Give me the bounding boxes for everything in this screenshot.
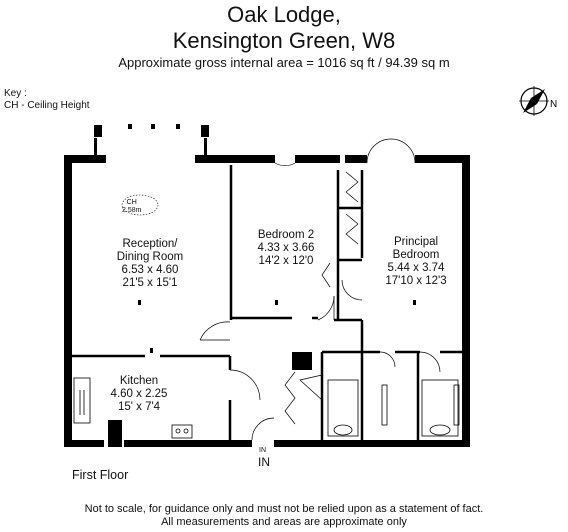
entry-marker: IN: [258, 455, 270, 469]
ceiling-height-label: CH 2.58m: [122, 199, 142, 214]
room-markers: [138, 300, 416, 353]
room-principal-bedroom: Principal Bedroom 5.44 x 3.74 17'10 x 12…: [385, 236, 447, 287]
property-address: Kensington Green, W8: [172, 28, 396, 53]
disclaimer-line-1: Not to scale, for guidance only and must…: [84, 503, 484, 515]
room-reception: Reception/ Dining Room 6.53 x 4.60 21'5 …: [116, 238, 184, 289]
wardrobe-doors: [284, 171, 359, 425]
room-kitchen: Kitchen 4.60 x 2.25 15' x 7'4: [110, 375, 168, 413]
ceiling-height-marker: [121, 194, 159, 216]
kitchen-fixtures: [73, 377, 193, 439]
key-heading: Key :: [4, 88, 27, 99]
door-swings: [199, 138, 441, 441]
compass-icon: N: [519, 86, 557, 116]
bathroom-fixtures: [327, 379, 460, 437]
compass-north-label: N: [550, 99, 557, 110]
interior-walls: [72, 165, 462, 440]
outer-walls: [64, 155, 470, 447]
floor-label: First Floor: [72, 468, 129, 482]
room-bedroom-2: Bedroom 2 4.33 x 3.66 14'2 x 12'0: [257, 229, 315, 267]
key-entry: CH - Ceiling Height: [4, 100, 90, 111]
disclaimer-line-2: All measurements and areas are approxima…: [161, 516, 407, 528]
balcony-posts: [94, 124, 209, 157]
entry-marker-small: IN: [259, 447, 266, 454]
gross-area: Approximate gross internal area = 1016 s…: [118, 55, 450, 70]
property-name: Oak Lodge,: [227, 2, 341, 27]
